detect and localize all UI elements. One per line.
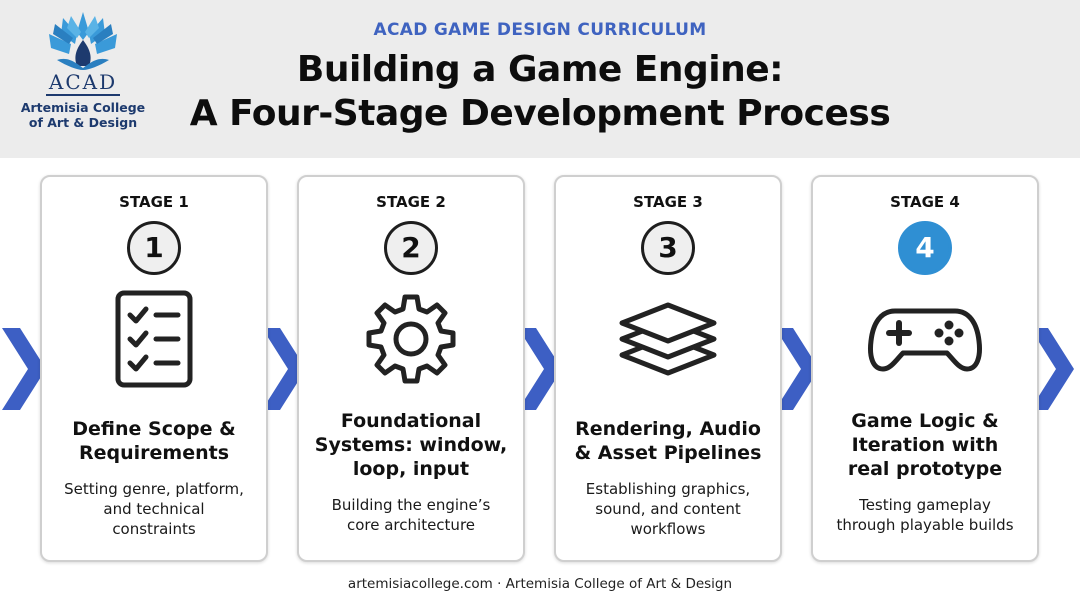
stage-description: Building the engine’s core architecture [307, 495, 515, 535]
stage-desc-line: and technical [103, 500, 205, 518]
stage-title-line: Iteration with [851, 434, 999, 456]
footer-credit: artemisiacollege.com · Artemisia College… [347, 576, 733, 592]
college-logo[interactable]: ACAD Artemisia College of Art & Design [18, 10, 148, 140]
peacock-logo-icon [49, 12, 117, 70]
stage-description: Setting genre, platform, and technical c… [50, 479, 258, 539]
chevron-right-icon [1030, 328, 1074, 410]
stage-desc-line: constraints [112, 520, 196, 538]
header-banner: ACAD Artemisia College of Art & Design A… [0, 0, 1080, 158]
stage-desc-line: core architecture [346, 516, 476, 534]
layers-icon [619, 302, 717, 376]
stage-label: STAGE 3 [633, 193, 703, 211]
page-title-line2: A Four-Stage Development Process [189, 93, 891, 134]
stage-title-line: Systems: window, [314, 434, 508, 456]
stage-description: Establishing graphics, sound, and conten… [564, 479, 772, 539]
chevron-right-icon [518, 328, 562, 410]
stage-title-line: Rendering, Audio [575, 418, 761, 440]
stage-title-line: Requirements [78, 442, 229, 464]
stage-label: STAGE 2 [376, 193, 446, 211]
stage-desc-line: Building the engine’s [331, 496, 491, 514]
chevron-right-icon [2, 328, 46, 410]
stage-card-2[interactable]: STAGE 2 2 Foundational Systems: window, … [297, 175, 525, 562]
checklist-icon [115, 290, 193, 388]
stage-card-3[interactable]: STAGE 3 3 Rendering, Audio & Asset Pipel… [554, 175, 782, 562]
logo-divider [46, 94, 120, 96]
stage-label: STAGE 1 [119, 193, 189, 211]
stage-title-line: Define Scope & [72, 418, 236, 440]
stage-title-line: loop, input [352, 458, 470, 480]
stage-desc-line: sound, and content [595, 500, 741, 518]
stage-title: Define Scope & Requirements [46, 417, 262, 465]
stage-title-line: & Asset Pipelines [574, 442, 762, 464]
stage-card-4[interactable]: STAGE 4 4 Game Logic & Iteration with re… [811, 175, 1039, 562]
stage-title-line: Foundational [340, 410, 482, 432]
stage-title: Rendering, Audio & Asset Pipelines [560, 417, 776, 465]
chevron-right-icon [775, 328, 819, 410]
stage-title: Foundational Systems: window, loop, inpu… [303, 409, 519, 481]
stage-number-badge: 4 [898, 221, 952, 275]
stage-desc-line: Setting genre, platform, [64, 480, 244, 498]
stage-desc-line: Establishing graphics, [585, 480, 751, 498]
logo-name-line2: of Art & Design [28, 115, 138, 130]
gamepad-icon [868, 308, 982, 372]
stage-title-line: real prototype [847, 458, 1003, 480]
page-title-line1: Building a Game Engine: [296, 49, 784, 90]
logo-name-line1: Artemisia College [20, 100, 146, 115]
stage-desc-line: Testing gameplay [859, 496, 991, 514]
stage-card-1[interactable]: STAGE 1 1 Define Scope & Requirements Se… [40, 175, 268, 562]
stage-desc-line: through playable builds [836, 516, 1014, 534]
curriculum-kicker: ACAD GAME DESIGN CURRICULUM [373, 20, 707, 40]
logo-acronym: ACAD [48, 70, 118, 94]
stage-desc-line: workflows [630, 520, 706, 538]
stage-number-badge: 1 [127, 221, 181, 275]
gear-icon [366, 294, 456, 384]
stage-label: STAGE 4 [890, 193, 960, 211]
stage-title-line: Game Logic & [851, 410, 999, 432]
stage-number-badge: 3 [641, 221, 695, 275]
stage-description: Testing gameplay through playable builds [821, 495, 1029, 535]
stage-number-badge: 2 [384, 221, 438, 275]
stage-title: Game Logic & Iteration with real prototy… [817, 409, 1033, 481]
